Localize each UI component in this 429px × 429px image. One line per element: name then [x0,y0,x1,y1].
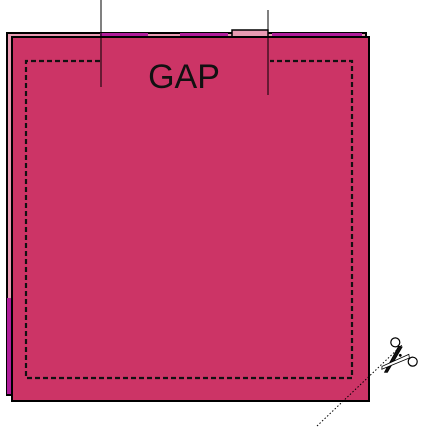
gap-label: GAP [148,58,220,96]
scissors-icon [381,337,418,373]
front-fabric-panel [11,36,370,402]
stitch-line [24,59,354,380]
back-fabric-purple-edge-left [7,298,13,394]
